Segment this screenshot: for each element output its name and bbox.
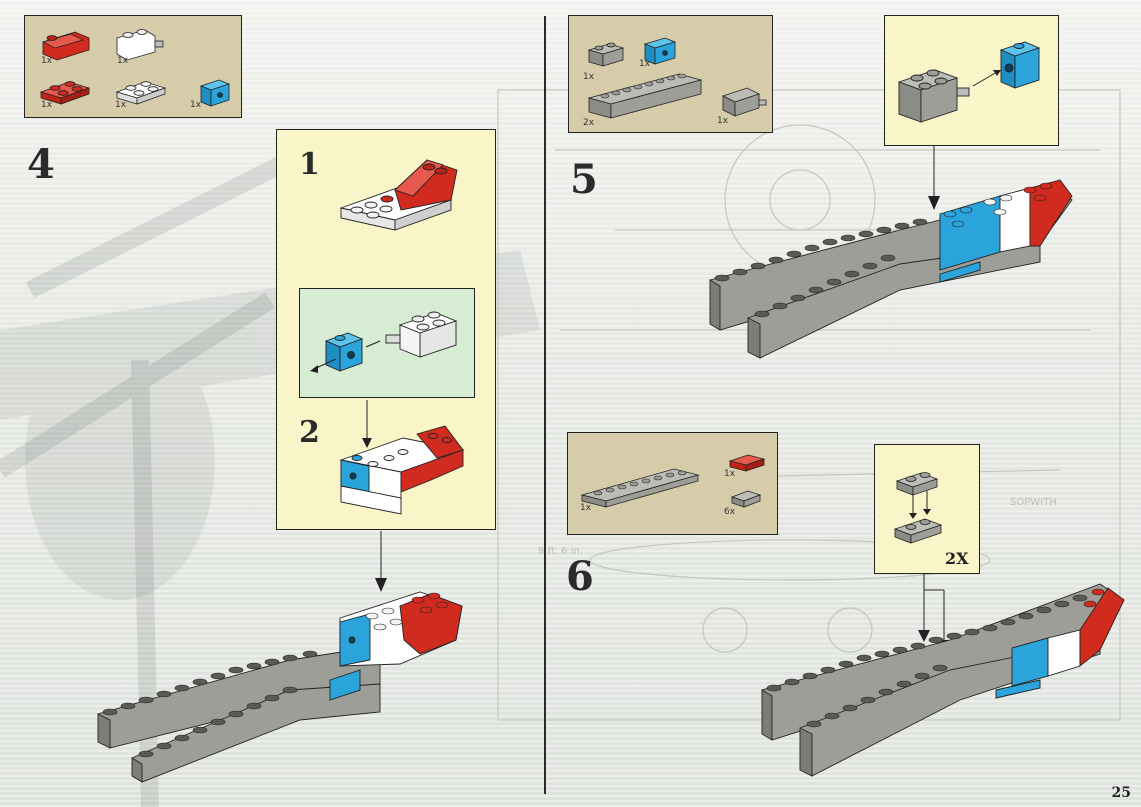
red-plate xyxy=(39,81,91,105)
callout-multiplier: 2X xyxy=(945,549,969,568)
qty-label: 1x xyxy=(583,72,595,82)
qty-label: 1x xyxy=(117,56,129,66)
step5-pin-callout xyxy=(884,15,1059,146)
blueprint-maker-label: SOPWITH xyxy=(1010,497,1057,508)
red-slope-brick xyxy=(41,31,90,61)
step5-parts-inventory: 1x 1x 2x 1x xyxy=(568,15,773,133)
step6-parts-inventory: 1x 1x 6x xyxy=(567,432,778,535)
step6-plate-art xyxy=(893,472,943,544)
blueprint-dimension-label: 8 ft. 6 in. xyxy=(538,546,583,557)
pin-assembly-art xyxy=(310,311,458,373)
white-brick-with-pin xyxy=(116,29,164,61)
qty-label: 1x xyxy=(41,56,53,66)
step-number: 5 xyxy=(570,156,598,203)
substep-number: 2 xyxy=(299,415,320,450)
page-divider xyxy=(544,16,546,794)
page-number: 25 xyxy=(1111,785,1131,801)
qty-label: 2x xyxy=(583,118,595,128)
qty-label: 1x xyxy=(580,503,592,513)
qty-label: 1x xyxy=(41,100,53,110)
step4-parts-inventory: 1x 1x 1x 1x 1x xyxy=(24,15,242,118)
substep-number: 1 xyxy=(299,147,320,182)
step6-fuselage-model xyxy=(761,574,1125,777)
white-plate xyxy=(115,81,167,105)
substep2-pin-callout xyxy=(299,288,475,398)
qty-label: 1x xyxy=(190,100,202,110)
qty-label: 1x xyxy=(639,59,651,69)
blue-technic-brick xyxy=(199,79,231,107)
step5-fuselage-model xyxy=(709,146,1073,359)
step6-parts-art xyxy=(580,454,766,508)
step5-parts-art xyxy=(587,37,767,119)
qty-label: 1x xyxy=(115,100,127,110)
qty-label: 6x xyxy=(724,507,736,517)
qty-label: 1x xyxy=(717,116,729,126)
substep1-model xyxy=(339,159,458,231)
qty-label: 1x xyxy=(724,469,736,479)
step-number: 4 xyxy=(27,141,55,188)
step6-plate-callout: 2X xyxy=(874,444,980,574)
substep2-model xyxy=(339,400,465,515)
step5-pin-art xyxy=(897,41,1041,123)
step4-parts-art xyxy=(39,29,231,107)
step4-fuselage-model xyxy=(97,531,463,783)
step-number: 6 xyxy=(566,553,594,600)
step4-subassembly-callout: 1 2 xyxy=(276,129,496,530)
